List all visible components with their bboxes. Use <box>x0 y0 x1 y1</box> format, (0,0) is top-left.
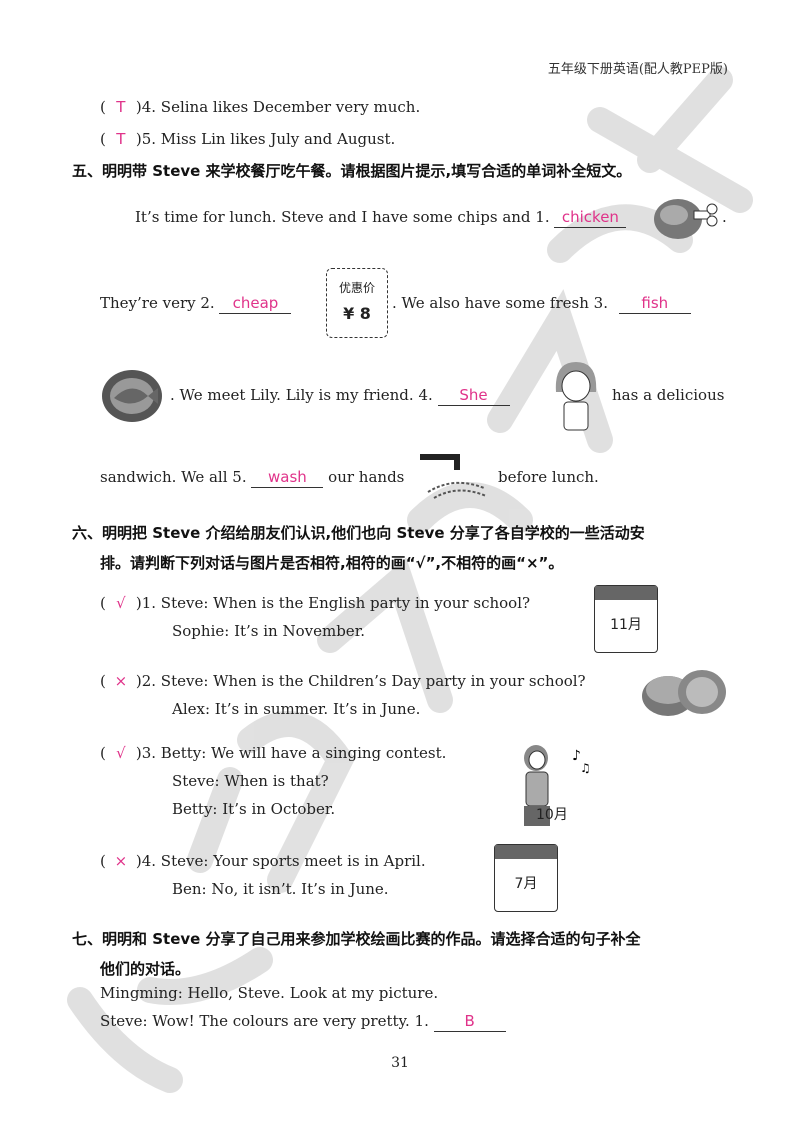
answer-text: B <box>464 1012 475 1030</box>
section5-line4a: sandwich. We all 5. wash our hands <box>100 468 404 488</box>
hand-washing-icon <box>420 454 487 499</box>
price-label: 优惠价 <box>338 281 375 295</box>
answer-mark: × <box>114 672 128 690</box>
item-line: Ben: No, it isn’t. It’s in June. <box>172 880 389 898</box>
section5-line2b: . We also have some fresh 3. fish <box>392 294 691 314</box>
list-item: (T)4. Selina likes December very much. <box>100 98 421 116</box>
price-value: ¥ 8 <box>343 304 371 323</box>
line-text: . We also have some fresh 3. <box>392 294 608 312</box>
mooncake-icon <box>642 670 726 716</box>
answer-blank-5: wash <box>251 468 324 488</box>
chicken-leg-icon <box>654 199 718 239</box>
answer-text: wash <box>267 468 307 486</box>
calendar-label: 7月 <box>514 876 538 892</box>
calendar-icon: 11月 <box>594 585 658 653</box>
list-item: (√)1. Steve: When is the English party i… <box>100 594 531 612</box>
line-text: our hands <box>328 468 405 486</box>
line-text: They’re very 2. <box>100 294 215 312</box>
section5-heading: 五、明明带 Steve 来学校餐厅吃午餐。请根据图片提示,填写合适的单词补全短文… <box>72 162 632 180</box>
item-text: )2. Steve: When is the Children’s Day pa… <box>135 672 586 690</box>
line-text: . We meet Lily. Lily is my friend. 4. <box>170 386 433 404</box>
item-text: )4. Selina likes December very much. <box>135 98 421 116</box>
answer-mark: T <box>116 130 126 148</box>
list-item: (×)4. Steve: Your sports meet is in Apri… <box>100 852 426 870</box>
answer-blank-3: fish <box>618 294 691 314</box>
section7-line2: Steve: Wow! The colours are very pretty.… <box>100 1012 506 1032</box>
section6-heading-line2: 排。请判断下列对话与图片是否相符,相符的画“√”,不相符的画“×”。 <box>100 554 564 572</box>
item-text: )5. Miss Lin likes July and August. <box>135 130 396 148</box>
section5-line3a: . We meet Lily. Lily is my friend. 4. Sh… <box>170 386 510 406</box>
item-text: )3. Betty: We will have a singing contes… <box>135 744 447 762</box>
item-line: Betty: It’s in October. <box>172 800 336 818</box>
section5-line1: It’s time for lunch. Steve and I have so… <box>135 208 627 228</box>
line-text: Steve: Wow! The colours are very pretty.… <box>100 1012 429 1030</box>
page-number: 31 <box>391 1055 409 1071</box>
line-text: It’s time for lunch. Steve and I have so… <box>135 208 550 226</box>
section7-heading-line1: 七、明明和 Steve 分享了自己用来参加学校绘画比赛的作品。请选择合适的句子补… <box>72 930 641 948</box>
section7-heading-line2: 他们的对话。 <box>100 960 191 978</box>
section5-line3b: has a delicious <box>612 386 725 404</box>
section5-line4c: before lunch. <box>498 468 599 486</box>
answer-blank-2: cheap <box>219 294 292 314</box>
calendar-label: 10月 <box>536 807 568 823</box>
answer-blank-4: She <box>437 386 510 406</box>
calendar-icon: 7月 <box>494 844 558 912</box>
answer-text: fish <box>641 294 669 312</box>
answer-mark: × <box>114 852 128 870</box>
fish-plate-icon <box>102 370 162 422</box>
singing-girl-icon: ♪ ♫ <box>524 745 591 826</box>
list-item: (√)3. Betty: We will have a singing cont… <box>100 744 447 762</box>
answer-blank-section7: B <box>433 1012 506 1032</box>
item-line: Alex: It’s in summer. It’s in June. <box>172 700 421 718</box>
item-line: Sophie: It’s in November. <box>172 622 365 640</box>
list-item: (T)5. Miss Lin likes July and August. <box>100 130 396 148</box>
section6-heading-line1: 六、明明把 Steve 介绍给朋友们认识,他们也向 Steve 分享了各自学校的… <box>72 524 645 542</box>
item-text: )1. Steve: When is the English party in … <box>135 594 531 612</box>
answer-mark: √ <box>116 744 126 762</box>
answer-mark: √ <box>116 594 126 612</box>
item-line: Steve: When is that? <box>172 772 329 790</box>
item-text: )4. Steve: Your sports meet is in April. <box>135 852 426 870</box>
line-period: . <box>722 208 727 226</box>
girl-lily-icon <box>555 362 597 431</box>
svg-text:♫: ♫ <box>580 761 591 775</box>
answer-text: cheap <box>232 294 279 312</box>
answer-text: She <box>459 386 488 404</box>
list-item: (×)2. Steve: When is the Children’s Day … <box>100 672 586 690</box>
svg-text:♪: ♪ <box>572 748 581 764</box>
section5-line2a: They’re very 2. cheap <box>100 294 292 314</box>
answer-mark: T <box>116 98 126 116</box>
page-header: 五年级下册英语(配人教PEP版) <box>547 62 728 77</box>
price-tag: 优惠价 ¥ 8 <box>326 268 388 338</box>
answer-blank-1: chicken <box>554 208 627 228</box>
line-text: sandwich. We all 5. <box>100 468 247 486</box>
answer-text: chicken <box>561 208 619 226</box>
section7-line1: Mingming: Hello, Steve. Look at my pictu… <box>100 984 439 1002</box>
calendar-label: 11月 <box>610 617 642 633</box>
